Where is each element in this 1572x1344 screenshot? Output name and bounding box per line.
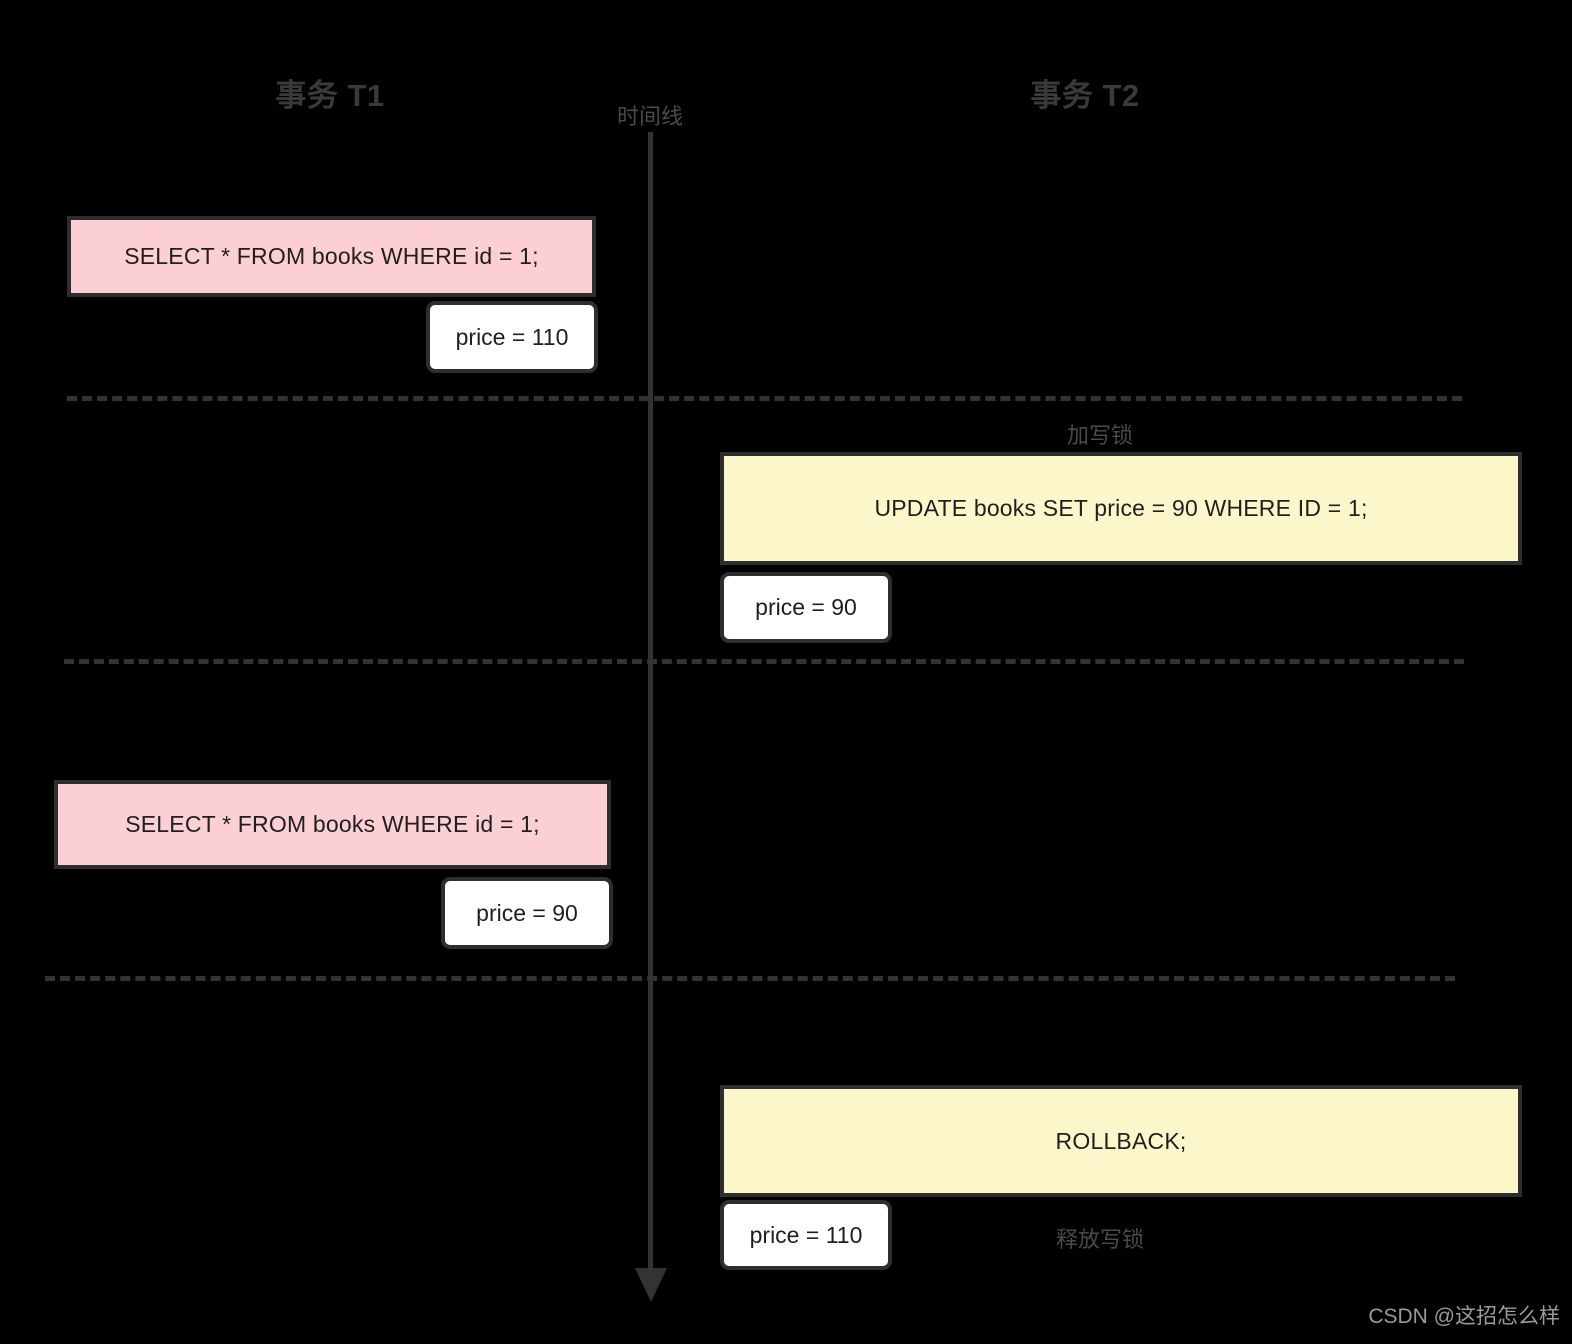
value-callout-t1-select-1: price = 110 [426,301,598,373]
statement-box-t1-select-1: SELECT * FROM books WHERE id = 1; [67,216,596,297]
lock-note-acquire-write-lock: 加写锁 [1066,423,1133,448]
watermark: CSDN @这招怎么样 [1368,1305,1560,1328]
column-title-transaction-t2: 事务 T2 [1030,78,1140,113]
value-callout-t1-select-2: price = 90 [441,877,613,949]
statement-box-t2-rollback: ROLLBACK; [720,1085,1522,1197]
step-divider [45,976,1455,981]
step-divider [64,659,1464,664]
statement-box-t2-update: UPDATE books SET price = 90 WHERE ID = 1… [720,452,1522,565]
value-callout-t2-update: price = 90 [720,572,892,643]
value-callout-t2-rollback: price = 110 [720,1200,892,1270]
timeline-axis-line [648,132,653,1272]
statement-box-t1-select-2: SELECT * FROM books WHERE id = 1; [54,780,611,869]
lock-note-release-write-lock: 释放写锁 [1055,1227,1144,1252]
column-title-transaction-t1: 事务 T1 [275,78,385,113]
down-arrow-icon [635,1268,667,1302]
step-divider [67,396,1462,401]
timeline-label: 时间线 [616,104,683,129]
